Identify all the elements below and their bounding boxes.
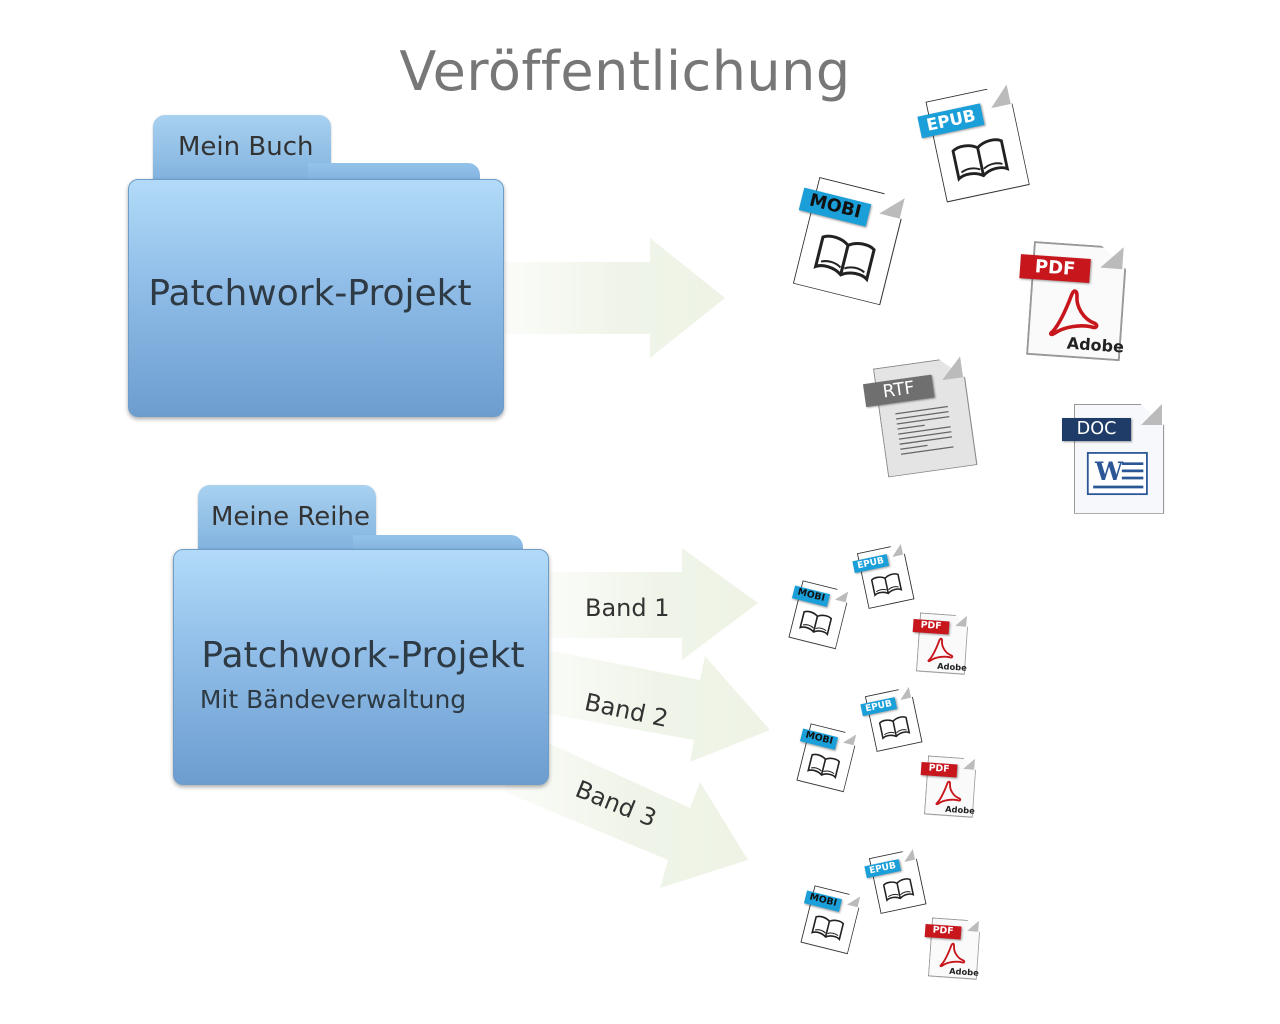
book-icon (809, 230, 879, 289)
pdf-file-icon: PDF Adobe (920, 755, 976, 816)
acrobat-icon (926, 635, 956, 669)
mobi-file-icon: MOBI (801, 885, 860, 952)
book-icon (869, 571, 905, 602)
diagram-title: Veröffentlichung (399, 40, 851, 103)
folder-title: Patchwork-Projekt (148, 273, 472, 314)
mobi-file-icon: MOBI (797, 723, 856, 790)
adobe-label: Adobe (936, 660, 968, 673)
book-icon (805, 751, 843, 784)
folder-tab-label: Mein Buch (178, 132, 314, 162)
pdf-file-icon: PDF Adobe (912, 612, 968, 673)
folder-title: Patchwork-Projekt (201, 635, 525, 676)
folder-meine-reihe[interactable]: Meine Reihe Patchwork-Projekt Mit Bändev… (173, 485, 553, 787)
pdf-badge: PDF (924, 924, 962, 940)
arrow-band1-icon (550, 548, 758, 660)
book-icon (881, 876, 917, 907)
epub-file-icon: EPUB (864, 848, 924, 912)
folder-tab (153, 115, 331, 185)
book-icon (797, 608, 835, 641)
pdf-badge: PDF (1019, 254, 1091, 283)
pdf-badge: PDF (912, 619, 950, 635)
book-icon (809, 913, 847, 946)
svg-text:W: W (1094, 456, 1124, 486)
epub-file-icon: EPUB (860, 686, 920, 750)
adobe-label: Adobe (944, 803, 976, 816)
mobi-file-icon: MOBI (793, 177, 905, 303)
pdf-badge: PDF (920, 762, 958, 778)
page-fold (1141, 404, 1163, 425)
book-icon (948, 134, 1013, 188)
acrobat-icon (934, 778, 964, 812)
page-fold (902, 848, 916, 862)
adobe-label: Adobe (948, 965, 980, 978)
folder-subtitle: Mit Bändeverwaltung (199, 685, 467, 714)
text-lines (893, 403, 962, 464)
band-label-1: Band 1 (585, 594, 670, 622)
page-fold (939, 356, 964, 381)
word-icon: W (1086, 451, 1149, 500)
folder-tab-label: Meine Reihe (211, 502, 370, 532)
page-fold (890, 543, 904, 557)
book-icon (877, 714, 913, 745)
doc-file-icon: DOC W (1062, 404, 1165, 514)
arrow-top-icon (505, 238, 725, 358)
rtf-file-icon: RTF (863, 356, 975, 475)
folder-mein-buch[interactable]: Mein Buch Patchwork-Projekt (128, 115, 508, 417)
adobe-label: Adobe (1066, 333, 1125, 357)
page-fold (954, 614, 967, 627)
pdf-file-icon: PDF Adobe (924, 917, 980, 978)
page-fold (898, 686, 912, 700)
folder-body (173, 549, 549, 785)
page-fold (962, 757, 975, 770)
folder-tab (198, 485, 376, 555)
acrobat-icon (938, 940, 968, 974)
page-fold (986, 84, 1011, 109)
acrobat-icon (1045, 284, 1103, 346)
page-fold (966, 919, 979, 932)
page-fold (1100, 245, 1124, 270)
epub-file-icon: EPUB (852, 543, 912, 607)
pdf-file-icon: PDF Adobe (1019, 241, 1125, 357)
epub-file-icon: EPUB (917, 84, 1027, 200)
folder-body (128, 179, 504, 417)
arrow-band3-icon (505, 730, 748, 888)
doc-badge: DOC (1062, 417, 1131, 442)
mobi-file-icon: MOBI (789, 580, 848, 647)
arrow-band2-icon (538, 650, 770, 762)
